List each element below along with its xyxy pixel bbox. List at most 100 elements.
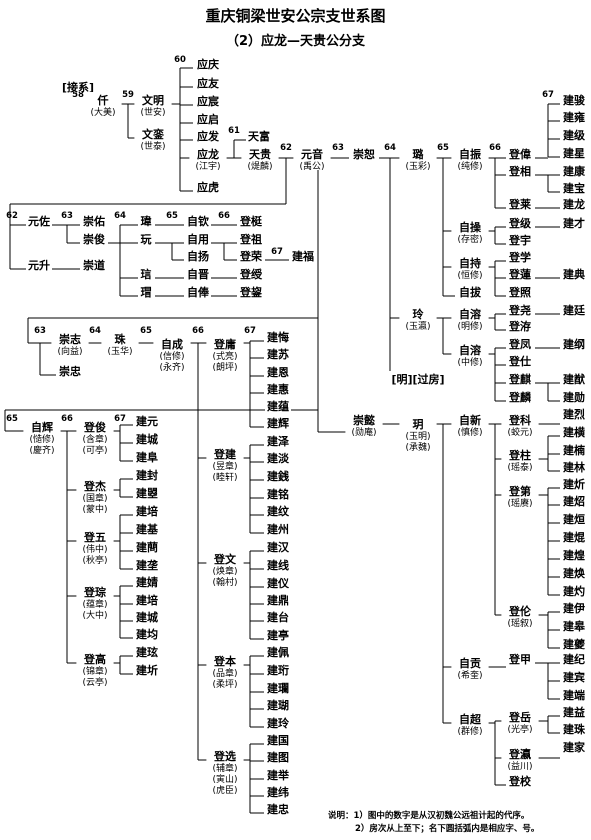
person-name: 建纹 xyxy=(267,504,290,518)
person-node-jshan: 建瑚 xyxy=(265,697,291,712)
person-node-ylong: 应龙(江宇) xyxy=(189,146,227,172)
person-name: 应宸 xyxy=(197,94,220,108)
person-node-wenluan: 文銮(世泰) xyxy=(134,126,172,152)
person-node-denglai: 登莱 xyxy=(507,196,533,211)
person-name: 登选 xyxy=(213,749,236,763)
person-name: 自操 xyxy=(459,220,482,234)
person-node-jqiong: 建横 xyxy=(561,424,587,439)
person-name: 璐 xyxy=(413,147,425,161)
person-node-xi: 琂 xyxy=(138,266,154,281)
person-name: 建雍 xyxy=(563,110,585,124)
person-name: 建苏 xyxy=(267,347,289,361)
person-alias: (瑶泰) xyxy=(507,461,532,473)
person-name: 建国 xyxy=(267,733,289,747)
person-node-ziyong2: 自用 xyxy=(185,231,211,246)
person-name: 建皋 xyxy=(563,619,586,633)
person-node-yuanzuo: 元佐 xyxy=(26,213,52,228)
person-node-zirong: 自溶(明修) xyxy=(451,306,489,332)
person-name: 登杰 xyxy=(83,479,106,493)
person-node-chongdao: 崇道 xyxy=(81,257,107,272)
person-alias: (光亭) xyxy=(507,723,532,735)
person-node-dengjian: 登建(昱章)(睦轩) xyxy=(206,446,244,483)
person-name: 建佩 xyxy=(267,645,289,659)
person-name: 登祖 xyxy=(239,232,262,246)
person-node-jqing: 建婧 xyxy=(134,574,160,589)
person-name: 崇懿 xyxy=(353,413,375,427)
person-node-dengwei: 登偉 xyxy=(507,146,533,161)
person-name: 元升 xyxy=(28,258,50,272)
person-node-denglian: 登蓮 xyxy=(507,266,533,281)
person-node-jhui: 建惠 xyxy=(265,381,291,396)
person-node-jxun: 建勋 xyxy=(561,389,587,404)
generation-number: 64 xyxy=(114,211,126,221)
person-node-denghan: 登洊 xyxy=(507,318,533,333)
generation-number: 60 xyxy=(174,55,186,65)
generation-number: 66 xyxy=(192,326,204,336)
person-alias: (翰村) xyxy=(212,576,237,588)
person-node-jwen2: 建纹 xyxy=(265,503,291,518)
person-name: 登科 xyxy=(508,413,531,427)
person-name: 建伊 xyxy=(563,601,585,615)
person-node-zijin: 自晋 xyxy=(185,266,211,281)
person-node-zichao: 自超(群修) xyxy=(451,711,489,737)
person-node-tgui: 天贵(煶麟) xyxy=(241,146,279,172)
person-name: 自钦 xyxy=(187,214,209,228)
person-node-dengjun2: 登俊(含章)(可亭) xyxy=(76,419,114,456)
person-name: 建均 xyxy=(136,627,158,641)
person-name: 建横 xyxy=(563,425,586,439)
person-node-jbin: 建宾 xyxy=(561,669,587,684)
person-name: 建辉 xyxy=(267,416,289,430)
person-alias: (辅章) xyxy=(212,762,237,774)
person-name: 建淡 xyxy=(267,451,290,465)
person-node-jyi2: 建益 xyxy=(561,704,587,719)
person-alias: (锦章) xyxy=(82,665,107,677)
person-name: 建圻 xyxy=(136,663,158,677)
person-name: 建林 xyxy=(563,460,585,474)
person-alias: (云亭) xyxy=(82,676,107,688)
person-alias: (世泰) xyxy=(140,140,165,152)
person-node-zicheng: 自成(信修)(永齐) xyxy=(153,336,191,373)
person-name: 玲 xyxy=(413,307,425,321)
person-name: 建珠 xyxy=(563,722,586,736)
person-alias: (蕴章) xyxy=(82,598,107,610)
person-node-jbao: 建宝 xyxy=(561,180,587,195)
person-name: 崇忠 xyxy=(59,364,81,378)
person-name: 登宇 xyxy=(508,233,531,247)
person-node-tfu: 天富 xyxy=(246,128,272,143)
person-node-jku: 建垄 xyxy=(134,557,160,572)
person-name: 登梃 xyxy=(239,214,263,228)
person-name: 建培 xyxy=(136,593,158,607)
person-name: 自持 xyxy=(459,256,481,270)
person-node-jxin: 建炘 xyxy=(561,476,587,491)
person-alias: (慥修) xyxy=(29,433,54,445)
person-alias: (虎臣) xyxy=(212,784,237,796)
person-name: 登伦 xyxy=(508,604,532,618)
person-name: 自贡 xyxy=(459,656,481,670)
person-node-denggao: 登高(锦章)(云亭) xyxy=(76,651,114,688)
person-node-jzhu: 建珠 xyxy=(561,721,587,736)
generation-number: 65 xyxy=(6,414,18,424)
person-name: 建封 xyxy=(136,468,158,482)
person-name: 自溶 xyxy=(459,307,481,321)
person-node-jkang: 建康 xyxy=(561,163,587,178)
person-name: 登凤 xyxy=(508,337,531,351)
person-node-dengyu: 登宇 xyxy=(507,232,533,247)
person-node-dengliang: 登琮(蕴章)(大中) xyxy=(76,584,114,621)
person-node-ming: 玥(玉明)(承魏) xyxy=(399,416,437,453)
person-name: 自拔 xyxy=(459,285,482,299)
person-name: 建纪 xyxy=(563,652,585,666)
person-node-jjun: 建骏 xyxy=(561,92,587,107)
person-node-jyu: 建曌 xyxy=(134,485,160,500)
person-name: 建蕴 xyxy=(267,399,289,413)
generation-number: 61 xyxy=(228,126,240,136)
person-node-ychen: 应宸 xyxy=(195,93,221,108)
person-name: 应龙 xyxy=(197,147,219,161)
person-node-chongjun: 崇俊 xyxy=(81,231,107,246)
person-name: 玩 xyxy=(141,233,152,246)
person-alias: (玉彩) xyxy=(405,161,430,172)
generation-number: 63 xyxy=(332,143,344,153)
person-name: 建炘 xyxy=(563,477,585,491)
person-name: 瑋 xyxy=(141,214,152,228)
person-alias: (向益) xyxy=(57,345,82,357)
legend-note: 说明：1）图中的数字是从汉初魏公远祖计起的代序。 2）房次从上至下；名下圆括弧内… xyxy=(328,810,539,836)
